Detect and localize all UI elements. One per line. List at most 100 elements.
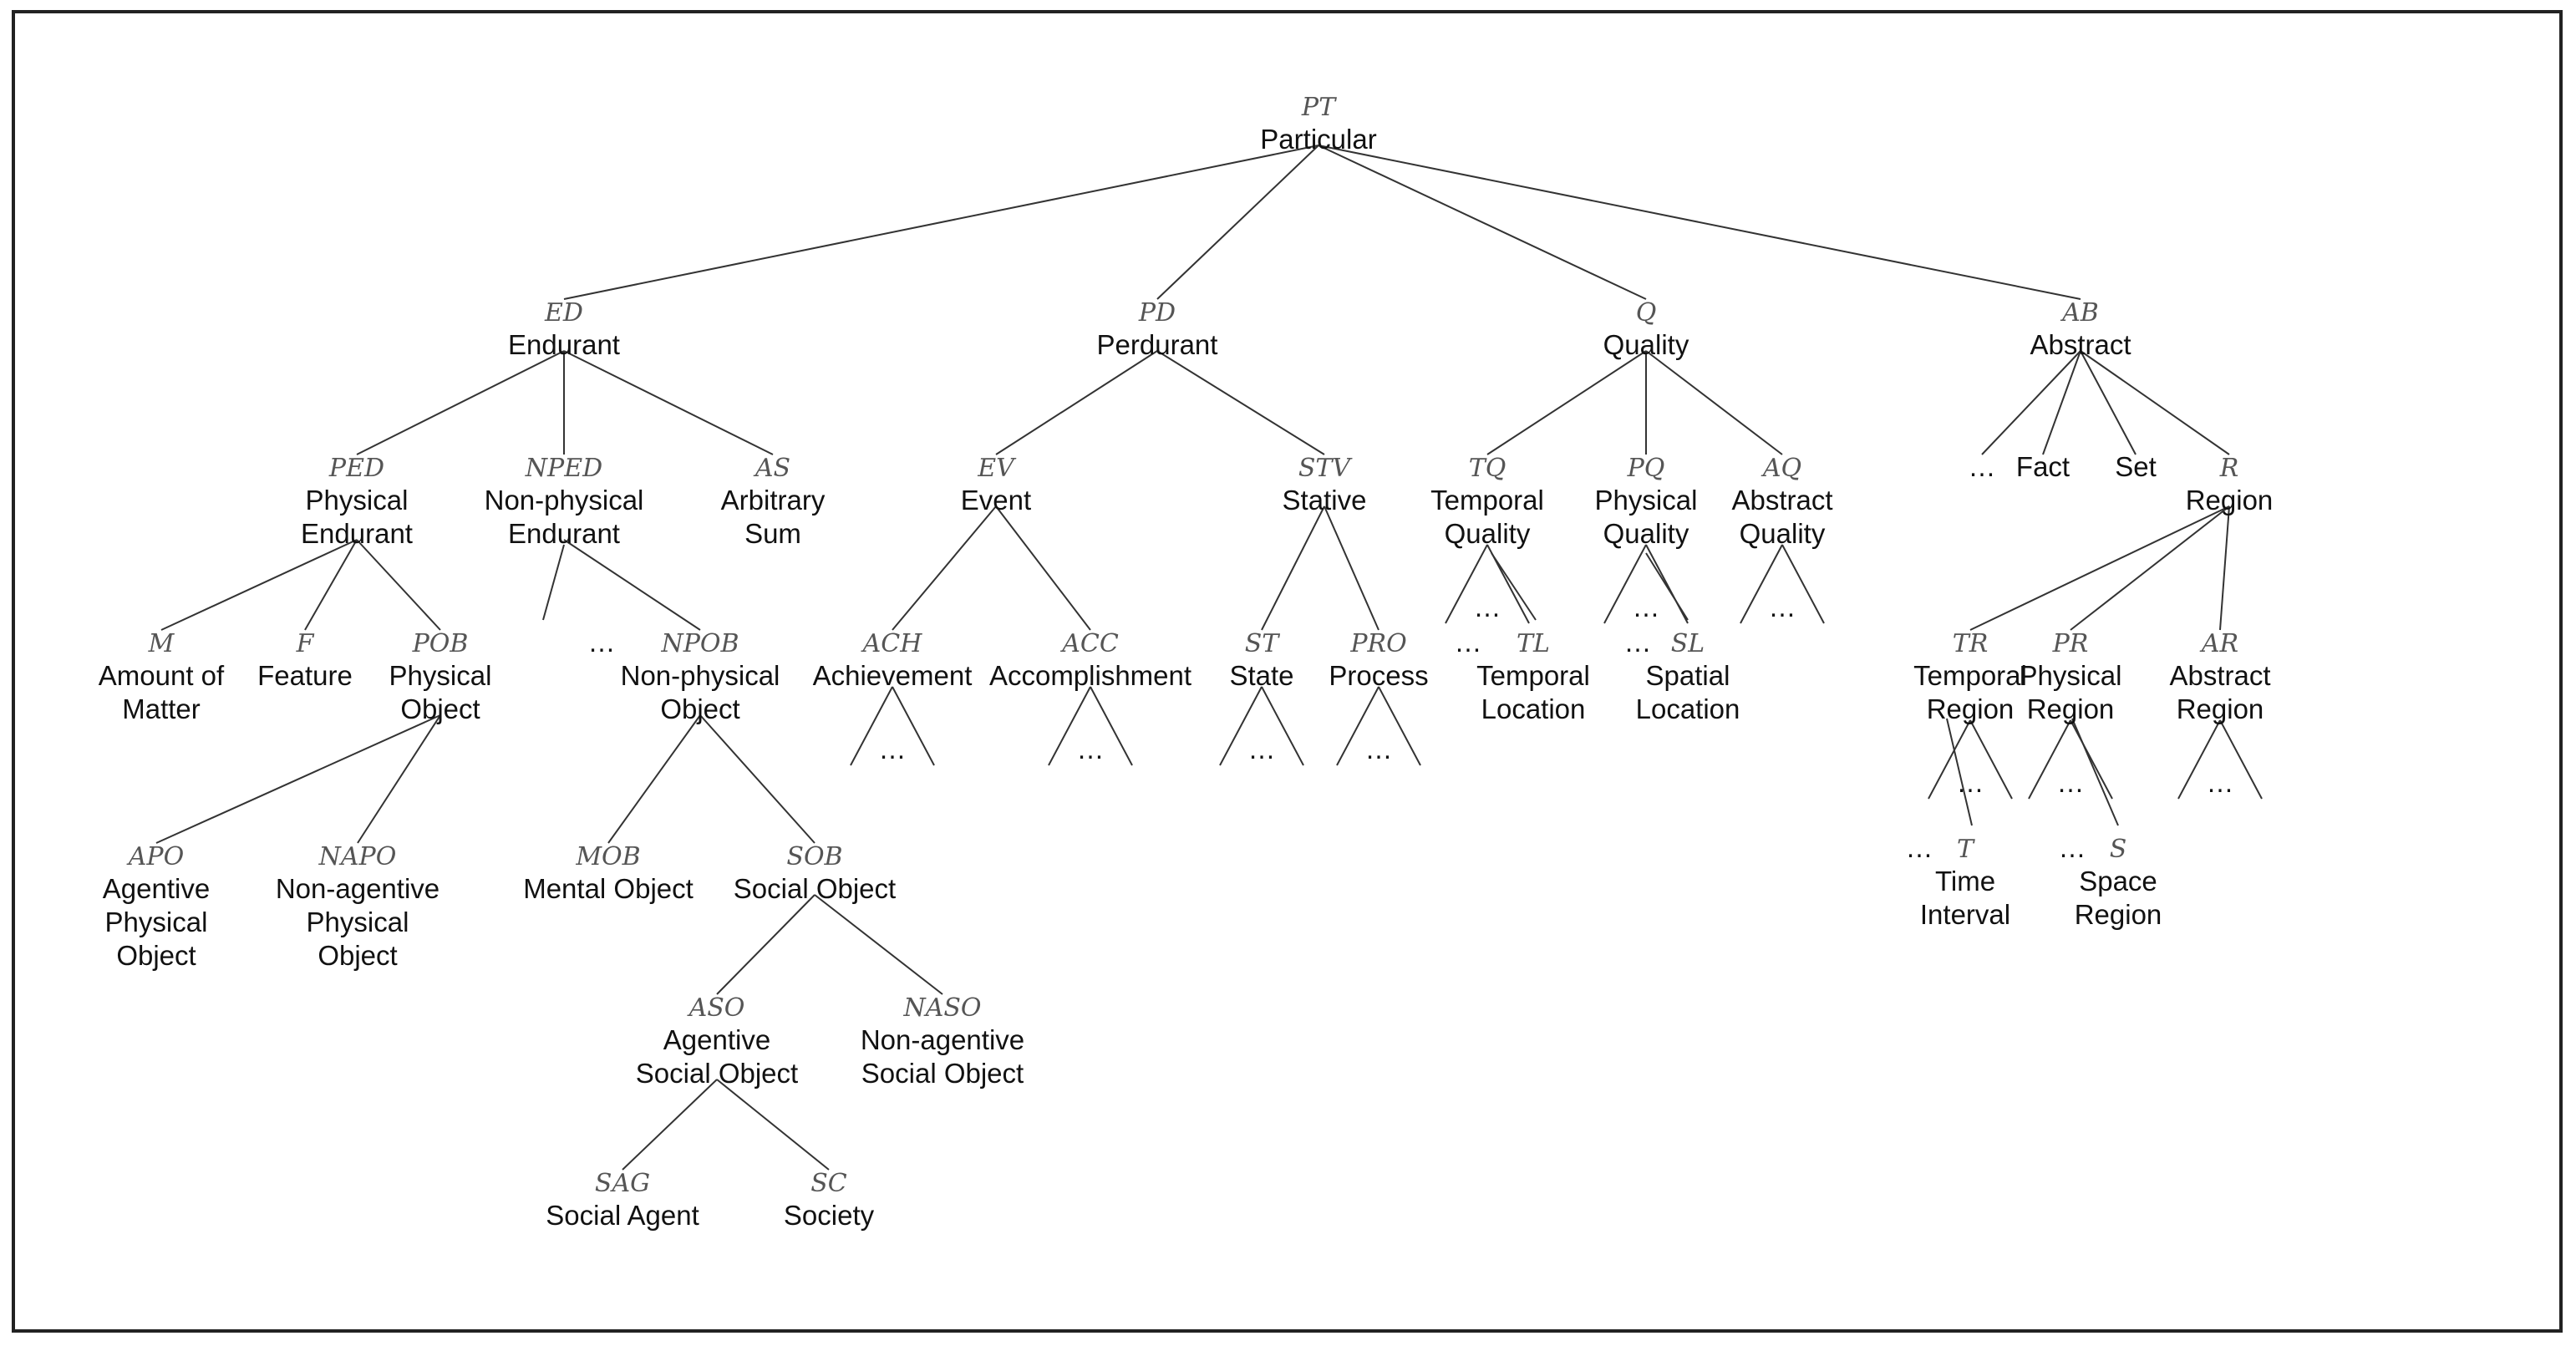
node-abbr: SAG [595, 1169, 650, 1198]
edge-ped-m [160, 539, 358, 631]
node-label: Endurant [508, 329, 620, 360]
node-label: Temporal [1476, 660, 1590, 691]
edge-pob-napo [357, 714, 441, 844]
node-label: Endurant [508, 518, 620, 549]
node-abbr: NAPO [318, 842, 397, 871]
branch-left-pq [1603, 544, 1647, 624]
node-abbr: PQ [1627, 454, 1665, 483]
node-abbr: STV [1298, 454, 1354, 483]
node-abbr: EV [977, 454, 1017, 483]
ellipsis-pr: … [2057, 767, 2085, 798]
node-label: Quality [1445, 518, 1531, 549]
ellipsis-ar: … [2207, 767, 2234, 798]
node-nped-dots: … [588, 627, 616, 658]
node-fact: Fact [2016, 451, 2070, 482]
node-set: Set [2115, 451, 2157, 482]
edge-r-pr [2070, 505, 2230, 631]
node-label: Endurant [301, 518, 413, 549]
node-label: Perdurant [1097, 329, 1218, 360]
ellipsis-pq: … [1633, 592, 1660, 622]
node-label: Amount of [99, 660, 225, 691]
node-abbr: MOB [575, 842, 640, 871]
edge-pd-stv [1156, 350, 1325, 455]
edge-pd-ev [995, 350, 1158, 455]
node-label: Arbitrary [721, 485, 826, 516]
node-abbr: AB [2060, 298, 2099, 328]
node-label: Physical [389, 660, 492, 691]
branch-left-ach [850, 686, 893, 766]
node-abbr: AQ [1761, 454, 1801, 483]
branch-right-pq [1645, 544, 1689, 624]
branch-right-ach [892, 686, 935, 766]
branch-right-pro [1378, 686, 1421, 766]
edge-ab-ab_dots [1981, 350, 2081, 455]
branch-left-acc [1048, 686, 1091, 766]
node-abbr: NASO [902, 993, 981, 1023]
edge-ev-acc [995, 505, 1091, 631]
branch-left-aq [1740, 544, 1783, 624]
edge-aso-sc [716, 1079, 830, 1171]
edge-sob-aso [716, 894, 815, 995]
edge-pt-ed [563, 145, 1319, 300]
branch-left-tr [1928, 719, 1971, 800]
branch-right-pr [2070, 719, 2113, 800]
node-abbr: Q [1636, 298, 1657, 328]
node-label: Region [2027, 693, 2115, 724]
edge-ped-pob [356, 539, 441, 631]
branch-right-acc [1090, 686, 1133, 766]
edge-r-tr [1969, 505, 2230, 631]
node-label: Interval [1920, 899, 2010, 930]
edge-ab-set [2080, 350, 2137, 455]
node-label: Non-agentive [276, 873, 439, 904]
ellipsis-tr: … [1957, 767, 1984, 798]
node-label: Object [400, 693, 480, 724]
node-label: Quality [1603, 329, 1689, 360]
node-label: Accomplishment [989, 660, 1191, 691]
node-label: Mental Object [523, 873, 694, 904]
node-label: Agentive [103, 873, 210, 904]
node-label: Time [1935, 866, 1995, 896]
edge-pt-ab [1318, 145, 2081, 300]
edge-stv-pro [1324, 505, 1379, 631]
node-abbr: PED [328, 454, 384, 483]
edge-pt-pd [1156, 145, 1319, 300]
node-label: Temporal [1913, 660, 2027, 691]
node-abbr: F [296, 629, 315, 658]
node-label: Achievement [813, 660, 973, 691]
node-abbr: SL [1671, 629, 1705, 658]
branch-left-st [1219, 686, 1263, 766]
node-label: Quality [1603, 518, 1689, 549]
node-label: Social Object [734, 873, 896, 904]
node-label: Location [1481, 693, 1586, 724]
node-label: Object [116, 940, 196, 971]
node-label: Social Agent [546, 1200, 699, 1231]
node-abbr: TR [1953, 629, 1989, 658]
edge-pob-apo [155, 714, 441, 844]
edge-ab-fact [2042, 350, 2081, 455]
edge-ed-as [563, 350, 774, 455]
ellipsis-acc: … [1077, 734, 1105, 764]
ellipsis-tq: … [1474, 592, 1501, 622]
branch-right-aq [1781, 544, 1825, 624]
edge-ev-ach [892, 505, 997, 631]
